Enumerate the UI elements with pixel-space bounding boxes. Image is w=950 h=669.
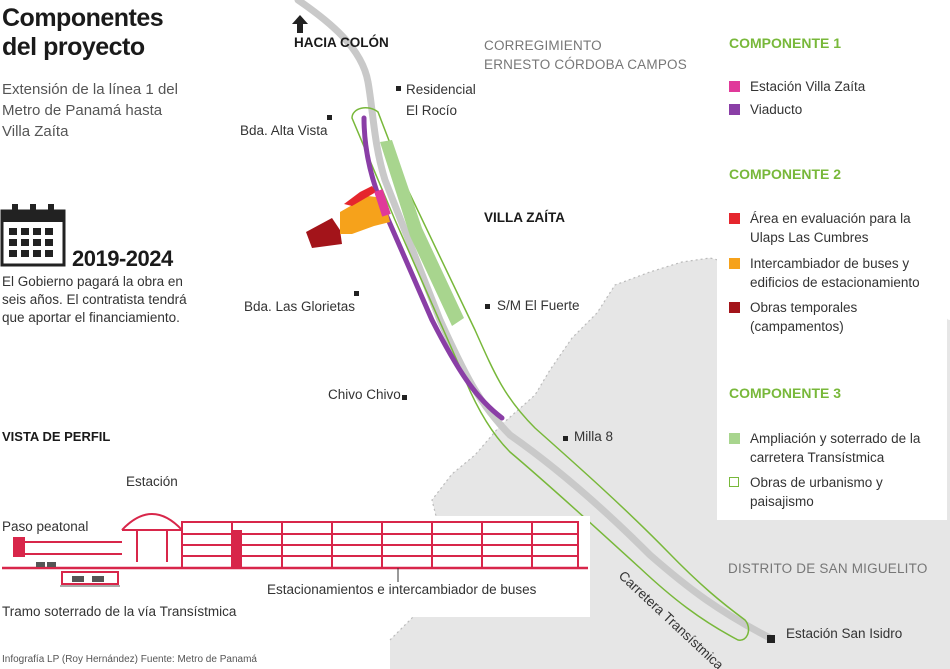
legend-swatch-interchange — [729, 258, 740, 269]
title-line-2: del proyecto — [2, 33, 145, 61]
profile-drawing — [2, 513, 588, 587]
legend-c3-item1-line2: carretera Transístmica — [750, 450, 885, 465]
legend-c2-item1: Área en evaluación para la Ulaps Las Cum… — [750, 209, 911, 247]
legend-c3-item2-line1: Obras de urbanismo y — [750, 475, 883, 490]
station-label: Estación — [126, 474, 178, 489]
chivo-chivo-label: Chivo Chivo — [328, 387, 401, 402]
las-glorietas-marker — [354, 291, 359, 296]
villa-zaita-station — [374, 189, 391, 217]
legend-c2-item2-line2: edificios de estacionamiento — [750, 275, 920, 290]
credit-line: Infografía LP (Roy Hernández) Fuente: Me… — [2, 654, 257, 665]
arrow-up-icon — [292, 15, 308, 33]
years-label: 2019-2024 — [72, 246, 173, 271]
villa-zaita-label: VILLA ZAÍTA — [484, 210, 565, 225]
legend-c3-item2-line2: paisajismo — [750, 494, 814, 509]
legend-swatch-viaduct — [729, 104, 740, 115]
milla-8-label: Milla 8 — [574, 429, 614, 444]
alta-vista-marker — [327, 115, 332, 120]
legend-c1-item2: Viaducto — [750, 102, 803, 117]
legend-panel: COMPONENTE 1 Estación Villa Zaíta Viaduc… — [717, 28, 947, 520]
el-fuerte-marker — [485, 304, 490, 309]
evaluation-area — [344, 186, 376, 206]
legend-c2-heading: COMPONENTE 2 — [729, 166, 842, 182]
schedule-description: El Gobierno pagará la obra en seis años.… — [2, 273, 187, 327]
legend-c2-item3: Obras temporales (campamentos) — [750, 298, 857, 336]
page-subtitle: Extensión de la línea 1 del Metro de Pan… — [2, 79, 178, 142]
parking-label: Estacionamientos e intercambiador de bus… — [267, 582, 537, 597]
legend-c2-item3-line2: (campamentos) — [750, 319, 844, 334]
district-label: DISTRITO DE SAN MIGUELITO — [728, 561, 928, 576]
profile-heading: VISTA DE PERFIL — [2, 429, 111, 444]
milla-8-marker — [563, 436, 568, 441]
legend-swatch-temporary — [729, 302, 740, 313]
legend-c2-item1-line1: Área en evaluación para la — [750, 211, 911, 226]
urbanism-outline — [351, 106, 750, 641]
legend-c3-item2: Obras de urbanismo y paisajismo — [750, 473, 883, 511]
region-label: CORREGIMIENTO ERNESTO CÓRDOBA CAMPOS — [484, 36, 687, 74]
subtitle-line-1: Extensión de la línea 1 del — [2, 81, 178, 98]
direction-label: HACIA COLÓN — [294, 35, 389, 50]
legend-swatch-urbanism — [729, 477, 739, 487]
profile-box — [2, 516, 590, 617]
legend-c3-heading: COMPONENTE 3 — [729, 385, 842, 401]
title-line-1: Componentes — [2, 4, 164, 32]
legend-c2-item1-line2: Ulaps Las Cumbres — [750, 230, 869, 245]
desc-line-1: El Gobierno pagará la obra en — [2, 274, 183, 289]
residencial-line-2: El Rocío — [406, 103, 458, 118]
legend-swatch-station — [729, 81, 740, 92]
calendar-icon — [0, 204, 66, 267]
san-isidro-marker — [767, 635, 775, 643]
tunnel-label: Tramo soterrado de la vía Transístmica — [2, 604, 237, 619]
temporary-works — [306, 218, 342, 248]
legend-c2-item3-line1: Obras temporales — [750, 300, 858, 315]
desc-line-3: que aportar el financiamiento. — [2, 310, 180, 325]
viaduct — [361, 115, 505, 421]
residencial-label: Residencial El Rocío — [406, 79, 476, 121]
legend-swatch-widening — [729, 433, 740, 444]
subtitle-line-3: Villa Zaíta — [2, 123, 69, 140]
legend-c1-item1: Estación Villa Zaíta — [750, 79, 866, 94]
desc-line-2: seis años. El contratista tendrá — [2, 292, 187, 307]
residencial-line-1: Residencial — [406, 82, 476, 97]
legend-c3-item1: Ampliación y soterrado de la carretera T… — [750, 429, 920, 467]
legend-swatch-evaluation — [729, 213, 740, 224]
el-fuerte-label: S/M El Fuerte — [497, 298, 580, 313]
legend-c3-item1-line1: Ampliación y soterrado de la — [750, 431, 921, 446]
alta-vista-label: Bda. Alta Vista — [240, 123, 328, 138]
page-title: Componentes del proyecto — [2, 4, 164, 62]
san-isidro-label: Estación San Isidro — [786, 626, 903, 641]
pedestrian-label: Paso peatonal — [2, 519, 89, 534]
widening-strip — [380, 140, 464, 326]
region-line-1: CORREGIMIENTO — [484, 38, 602, 53]
legend-c2-item2: Intercambiador de buses y edificios de e… — [750, 254, 920, 292]
residencial-marker — [396, 86, 401, 91]
subtitle-line-2: Metro de Panamá hasta — [2, 102, 163, 119]
region-line-2: ERNESTO CÓRDOBA CAMPOS — [484, 57, 687, 72]
las-glorietas-label: Bda. Las Glorietas — [244, 299, 356, 314]
legend-c2-item2-line1: Intercambiador de buses y — [750, 256, 910, 271]
legend-c1-heading: COMPONENTE 1 — [729, 35, 842, 51]
chivo-chivo-marker — [402, 395, 407, 400]
